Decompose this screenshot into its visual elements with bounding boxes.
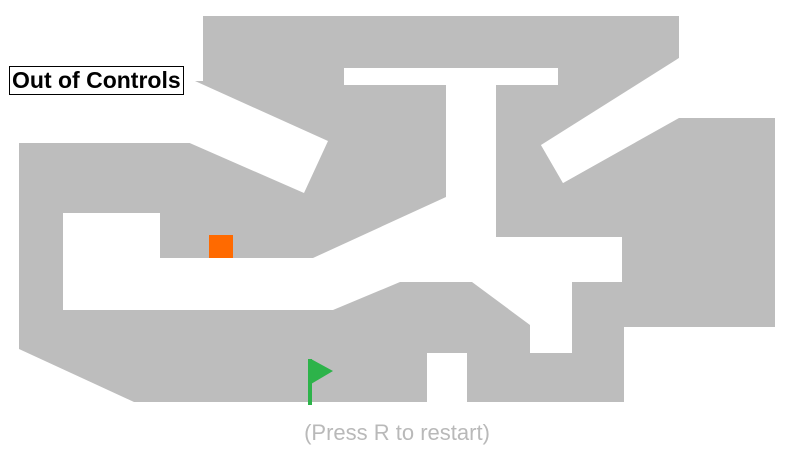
- goal-flag-icon: [308, 359, 333, 405]
- restart-hint: (Press R to restart): [304, 420, 490, 445]
- floor-diag-left: [160, 81, 328, 193]
- floor-diag-right: [541, 58, 679, 183]
- game-title: Out of Controls: [9, 66, 184, 95]
- player-block: [209, 235, 233, 258]
- floor-top-bar: [344, 68, 558, 85]
- floor-bottom-gap: [427, 353, 467, 403]
- floor-main-corridor: [63, 197, 622, 353]
